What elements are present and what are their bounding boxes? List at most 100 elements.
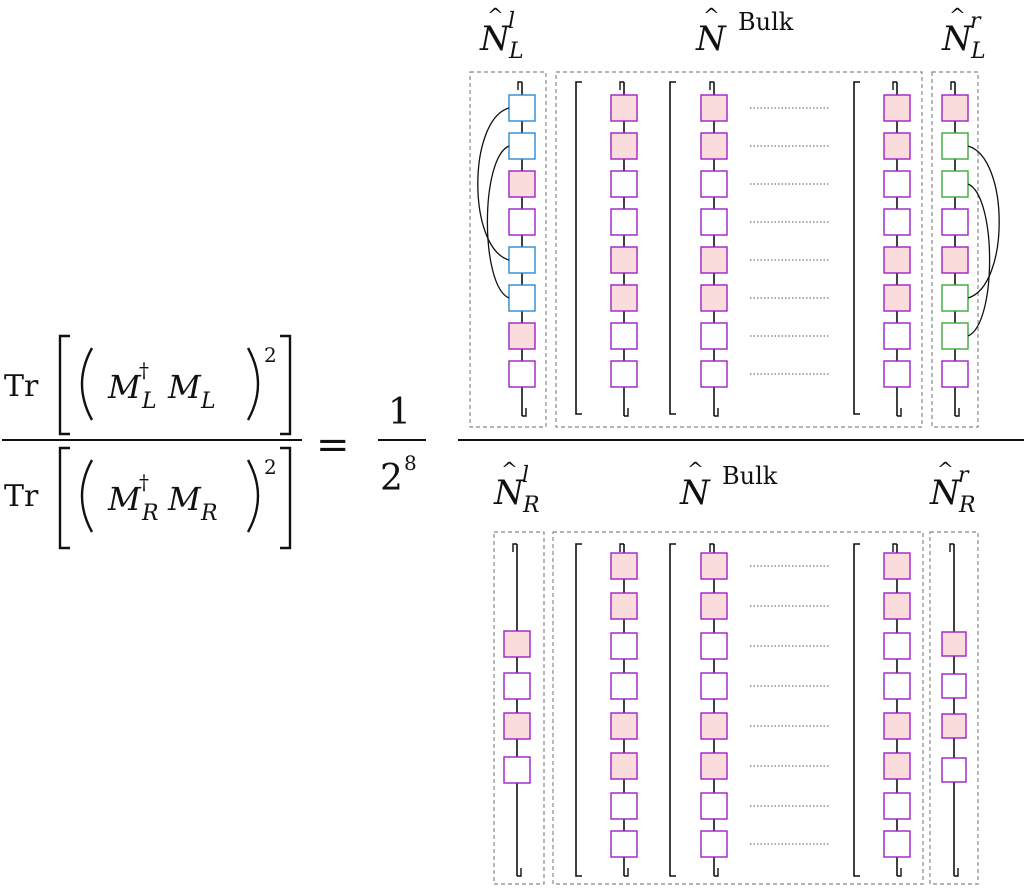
top-right-chain-tensor-7 <box>941 322 969 350</box>
top-bulk-bracket-3 <box>853 81 860 415</box>
top-left-chain-tensor-1 <box>508 94 536 122</box>
top-left-chain-tensor-2 <box>508 132 536 160</box>
top-bulk-bracket-2 <box>669 81 676 415</box>
denominator-dagger: † <box>139 470 149 494</box>
top-right-chain-tensor-3 <box>941 170 969 198</box>
bottom-bulk-bracket-1 <box>575 543 582 877</box>
bottom-bulk-chain-1-tensor-3 <box>610 632 638 660</box>
top-labels: N ^ l L N ^ Bulk N ^ r L <box>479 3 986 64</box>
top-right-chain-bottom-cap <box>955 408 960 417</box>
top-bulk-chain-1-tensor-7 <box>610 322 638 350</box>
numerator-tr: Tr <box>4 369 39 404</box>
numerator-trace: Tr M † L M L 2 <box>4 334 292 436</box>
top-bulk-chain-2-tensor-3 <box>700 170 728 198</box>
top-left-arc-2 <box>486 145 510 299</box>
bottom-bulk-chain-2-tensor-7 <box>700 792 728 820</box>
numerator-m-dagger: M <box>107 368 142 406</box>
label-bottom-bulk: N ^ Bulk <box>679 457 778 513</box>
top-bulk-chain-2-tensor-8 <box>700 360 728 388</box>
label-top-left-sub: L <box>508 39 524 64</box>
bottom-bulk-chain-2-tensor-8 <box>700 830 728 858</box>
numerator-left-paren <box>80 347 94 421</box>
bottom-bulk-chain-3-bottom-cap <box>897 868 902 877</box>
numerator-right-bracket <box>280 334 292 436</box>
numerator-sub-2: L <box>200 389 216 414</box>
label-top-left-hat: ^ <box>487 3 504 27</box>
top-right-chain-tensor-8 <box>941 360 969 388</box>
numerator-right-paren <box>246 347 260 421</box>
top-right-chain-tensor-5 <box>941 246 969 274</box>
bottom-left-chain-tensor-2 <box>503 672 531 700</box>
top-right-arc-1 <box>967 145 1000 299</box>
bottom-bulk-chain-3-top-cap <box>892 543 897 552</box>
denominator-trace: Tr M † R M R 2 <box>4 446 292 550</box>
bottom-bulk-chain-3-tensor-5 <box>883 712 911 740</box>
top-right-chain-tensor-2 <box>941 132 969 160</box>
top-left-chain-tensor-8 <box>508 360 536 388</box>
bottom-bulk-chain-3-tensor-4 <box>883 672 911 700</box>
numerator-exponent: 2 <box>264 343 277 367</box>
label-top-left: N ^ l L <box>479 3 524 64</box>
bottom-bulk-chain-1-tensor-8 <box>610 830 638 858</box>
top-bulk-chain-1-tensor-2 <box>610 132 638 160</box>
numerator-m: M <box>167 368 202 406</box>
bottom-bulk-chain-1-tensor-5 <box>610 712 638 740</box>
denominator-tr: Tr <box>4 479 39 514</box>
label-bottom-right: N ^ r R <box>929 457 976 518</box>
label-top-left-sup: l <box>508 9 515 34</box>
top-bulk-chain-3-tensor-8 <box>883 360 911 388</box>
top-left-chain-tensor-4 <box>508 208 536 236</box>
label-top-left-base: N <box>479 19 511 59</box>
label-bottom-left: N ^ l R <box>493 457 540 518</box>
bottom-right-chain-tensor-4 <box>941 757 967 783</box>
top-bulk-bracket-1 <box>575 81 582 415</box>
bottom-bulk-chain-3-tensor-3 <box>883 632 911 660</box>
label-top-bulk: N ^ Bulk <box>695 3 794 59</box>
bottom-bulk-chain-1-tensor-7 <box>610 792 638 820</box>
bottom-bulk-chain-2-top-cap <box>709 543 714 552</box>
denominator-sub-1: R <box>141 501 159 526</box>
label-bottom-right-hat: ^ <box>937 457 954 481</box>
denominator-right-paren <box>246 459 260 533</box>
label-bottom-left-sub: R <box>522 493 540 518</box>
top-left-chain-tensor-5 <box>508 246 536 274</box>
top-left-chain-tensor-7 <box>508 322 536 350</box>
bottom-bulk-chain-2-tensor-5 <box>700 712 728 740</box>
bottom-left-chain-tensor-3 <box>503 712 531 740</box>
bottom-bulk-chain-1-bottom-cap <box>624 868 629 877</box>
bottom-bulk-box <box>552 531 924 885</box>
bottom-right-chain-top-cap <box>949 543 954 552</box>
top-bulk-chain-3-tensor-4 <box>883 208 911 236</box>
bottom-bulk-chain-1-tensor-6 <box>610 752 638 780</box>
top-bulk-chain-2-tensor-5 <box>700 246 728 274</box>
label-bottom-right-base: N <box>929 473 961 513</box>
coefficient-numerator: 1 <box>388 392 411 433</box>
top-right-chain-tensor-4 <box>941 208 969 236</box>
top-right-arc-2 <box>967 183 991 337</box>
top-left-chain-bottom-cap <box>522 408 527 417</box>
bottom-bulk-chain-1-tensor-4 <box>610 672 638 700</box>
label-top-right-hat: ^ <box>949 3 966 27</box>
top-right-chain-tensor-6 <box>941 284 969 312</box>
top-bulk-chain-3-tensor-2 <box>883 132 911 160</box>
top-bulk-chain-1-tensor-8 <box>610 360 638 388</box>
top-bulk-chain-3-tensor-1 <box>883 94 911 122</box>
numerator-dagger: † <box>139 358 149 382</box>
top-left-box <box>469 71 547 428</box>
top-bulk-chain-2-tensor-6 <box>700 284 728 312</box>
top-bulk-chain-1-tensor-5 <box>610 246 638 274</box>
denominator-left-bracket <box>58 446 70 550</box>
label-top-right-sup: r <box>970 9 982 34</box>
bottom-bulk-chain-1-tensor-1 <box>610 552 638 580</box>
label-top-bulk-hat: ^ <box>703 3 720 27</box>
bottom-bulk-chain-3-tensor-8 <box>883 830 911 858</box>
label-top-right-sub: L <box>970 39 986 64</box>
bottom-bulk-chain-3-tensor-2 <box>883 592 911 620</box>
top-bulk-chain-3-top-cap <box>892 81 897 90</box>
top-bulk-chain-2-tensor-4 <box>700 208 728 236</box>
top-left-arc-1 <box>477 107 510 261</box>
top-bulk-box <box>555 71 923 428</box>
label-top-bulk-base: N <box>695 19 727 59</box>
numerator-sub-1: L <box>141 389 157 414</box>
